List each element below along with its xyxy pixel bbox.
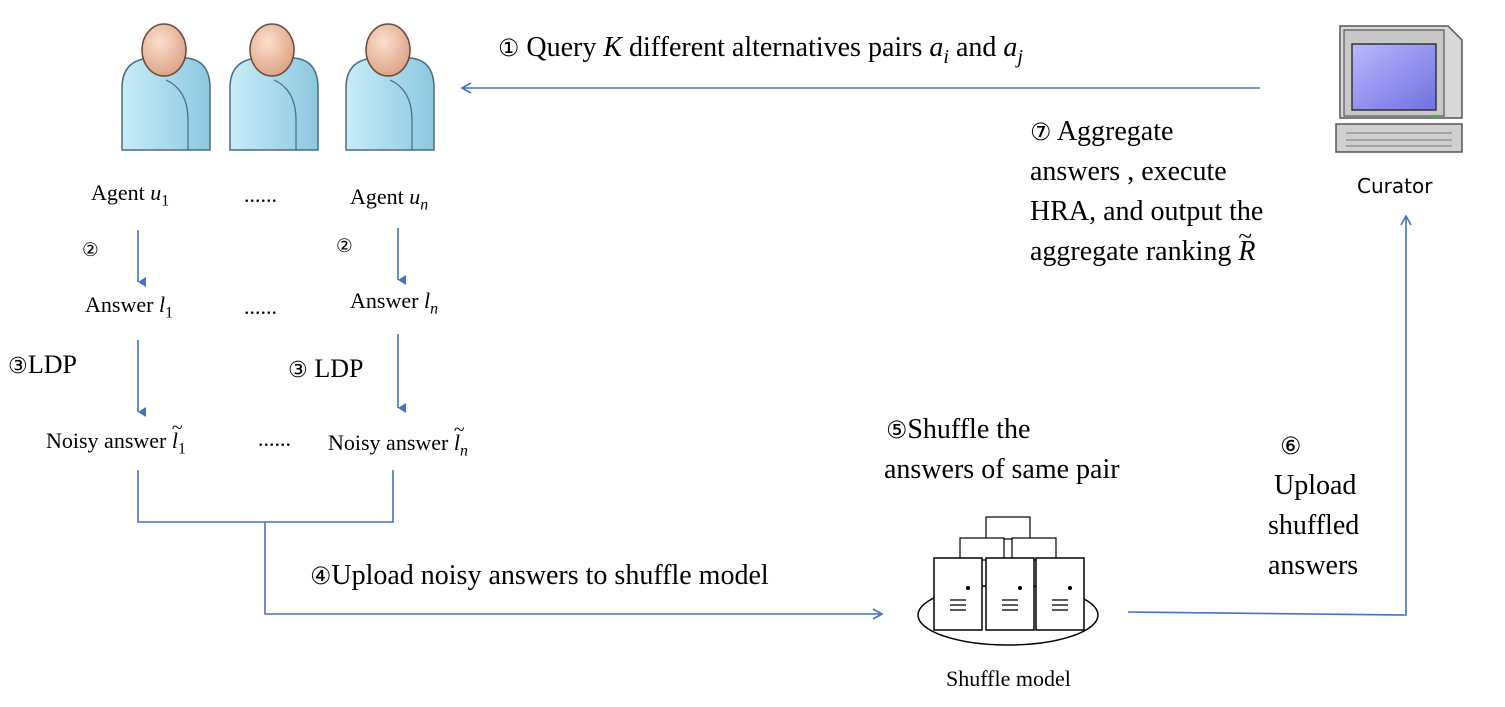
step6-line3: answers [1268, 550, 1359, 581]
step3-label-b: ③ LDP [288, 354, 364, 383]
step7-line4: aggregate ranking R [1030, 224, 1255, 266]
step7-line2: answers , execute [1030, 156, 1227, 187]
step2-marker-a: ② [82, 240, 99, 261]
step4-label: ④Upload noisy answers to shuffle model [310, 560, 769, 591]
arrow-upload-shuffled [1127, 214, 1412, 616]
step1-label: ① Query K different alternatives pairs a… [498, 32, 1024, 69]
curator-label: Curator [1357, 174, 1433, 198]
merge-bracket [137, 470, 394, 523]
step7-line1: ⑦ Aggregate [1030, 116, 1174, 147]
noisy-ellipsis: ...... [258, 426, 291, 451]
step3-label-a: ③LDP [8, 350, 77, 379]
agent2-person-icon [229, 23, 319, 151]
answer-ellipsis: ...... [244, 294, 277, 319]
server-cluster-icon [917, 516, 1099, 646]
agentn-label: Agent un [350, 184, 429, 214]
agentn-person-icon [345, 23, 435, 151]
answern-label: Answer ln [350, 288, 438, 318]
agent1-person-icon [121, 23, 211, 151]
step6-line2: shuffled [1268, 510, 1360, 541]
step6-marker: ⑥ [1280, 432, 1302, 460]
answer1-label: Answer l1 [85, 292, 173, 322]
noisy1-label: Noisy answer l1 [46, 419, 186, 457]
step5-line2: answers of same pair [884, 454, 1120, 485]
agent-ellipsis: ...... [244, 182, 277, 207]
shuffle-model-label: Shuffle model [946, 666, 1071, 691]
noisyn-label: Noisy answer ln [328, 421, 468, 459]
step7-line3: HRA, and output the [1030, 196, 1264, 227]
step2-marker-b: ② [336, 236, 353, 257]
agent1-label: Agent u1 [91, 180, 170, 210]
computer-icon [1335, 25, 1463, 153]
step6-line1: Upload [1274, 470, 1357, 501]
arrow-upload-noisy [264, 522, 884, 620]
step5-line1: ⑤Shuffle the [886, 414, 1031, 445]
